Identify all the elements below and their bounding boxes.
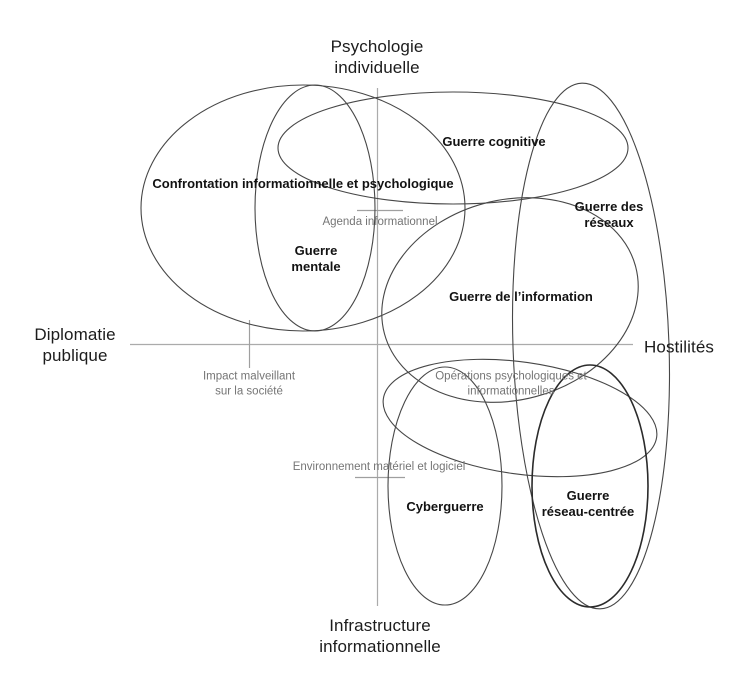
concept-label-line: Confrontation informationnelle et psycho… <box>152 176 454 191</box>
note-environnement-materiel: Environnement matériel et logiciel <box>293 460 466 475</box>
concept-label-line: Cyberguerre <box>406 499 484 514</box>
note-line: Environnement matériel et logiciel <box>292 460 466 473</box>
guerre-cognitive-ellipse <box>277 91 629 205</box>
note-agenda-informationnel: Agenda informationnel <box>322 215 437 230</box>
label-confrontation: Confrontation informationnelle et psycho… <box>152 176 453 192</box>
concept-label-line: Guerre cognitive <box>442 134 546 149</box>
label-guerre-cognitive: Guerre cognitive <box>442 134 545 150</box>
cyberguerre-ellipse <box>387 366 503 606</box>
axis-label-diplomatie-publique: Diplomatie publique <box>34 324 115 366</box>
label-guerre-information: Guerre de l’information <box>449 289 593 305</box>
guerre-reseau-centree-ellipse <box>531 364 649 608</box>
note-operations-psychologiques: Opérations psychologiques et information… <box>435 370 587 399</box>
axis-label-line: Diplomatie <box>34 325 116 344</box>
axis-label-psychologie-individuelle: Psychologie individuelle <box>331 36 424 78</box>
guerre-des-reseaux-ellipse <box>511 82 671 610</box>
axis-label-line: informationnelle <box>319 637 441 656</box>
label-guerre-reseau-centree: Guerre réseau-centrée <box>542 488 635 520</box>
axis-label-line: individuelle <box>334 58 420 77</box>
label-cyberguerre: Cyberguerre <box>406 499 483 515</box>
axis-label-line: Infrastructure <box>329 616 431 635</box>
concept-label-line: réseau-centrée <box>541 504 635 519</box>
concept-label-line: Guerre <box>294 243 338 258</box>
concept-label-line: Guerre des <box>574 199 644 214</box>
operations-psychologiques-ellipse <box>382 358 658 478</box>
confrontation-ellipse <box>140 84 466 332</box>
label-guerre-des-reseaux: Guerre des réseaux <box>575 199 644 231</box>
axis-label-line: Psychologie <box>330 37 424 56</box>
note-line: informationnelles <box>467 385 555 397</box>
concept-label-line: Guerre <box>566 488 610 503</box>
note-line: sur la société <box>215 385 283 397</box>
concept-label-line: mentale <box>291 259 341 274</box>
concept-label-line: réseaux <box>584 215 634 230</box>
note-impact-malveillant: Impact malveillant sur la société <box>203 370 295 399</box>
guerre-information-ellipse <box>381 197 639 403</box>
note-line: Agenda informationnel <box>322 215 438 228</box>
axis-label-line: Hostilités <box>644 337 714 357</box>
note-line: Impact malveillant <box>202 370 296 383</box>
guerre-mentale-ellipse <box>254 84 376 332</box>
label-guerre-mentale: Guerre mentale <box>291 243 340 275</box>
axis-label-line: publique <box>42 346 108 365</box>
note-line: Opérations psychologiques et <box>435 370 587 383</box>
axis-label-infrastructure-informationnelle: Infrastructure informationnelle <box>319 615 441 657</box>
axis-label-hostilites: Hostilités <box>644 337 714 358</box>
concept-label-line: Guerre de l’information <box>449 289 593 304</box>
